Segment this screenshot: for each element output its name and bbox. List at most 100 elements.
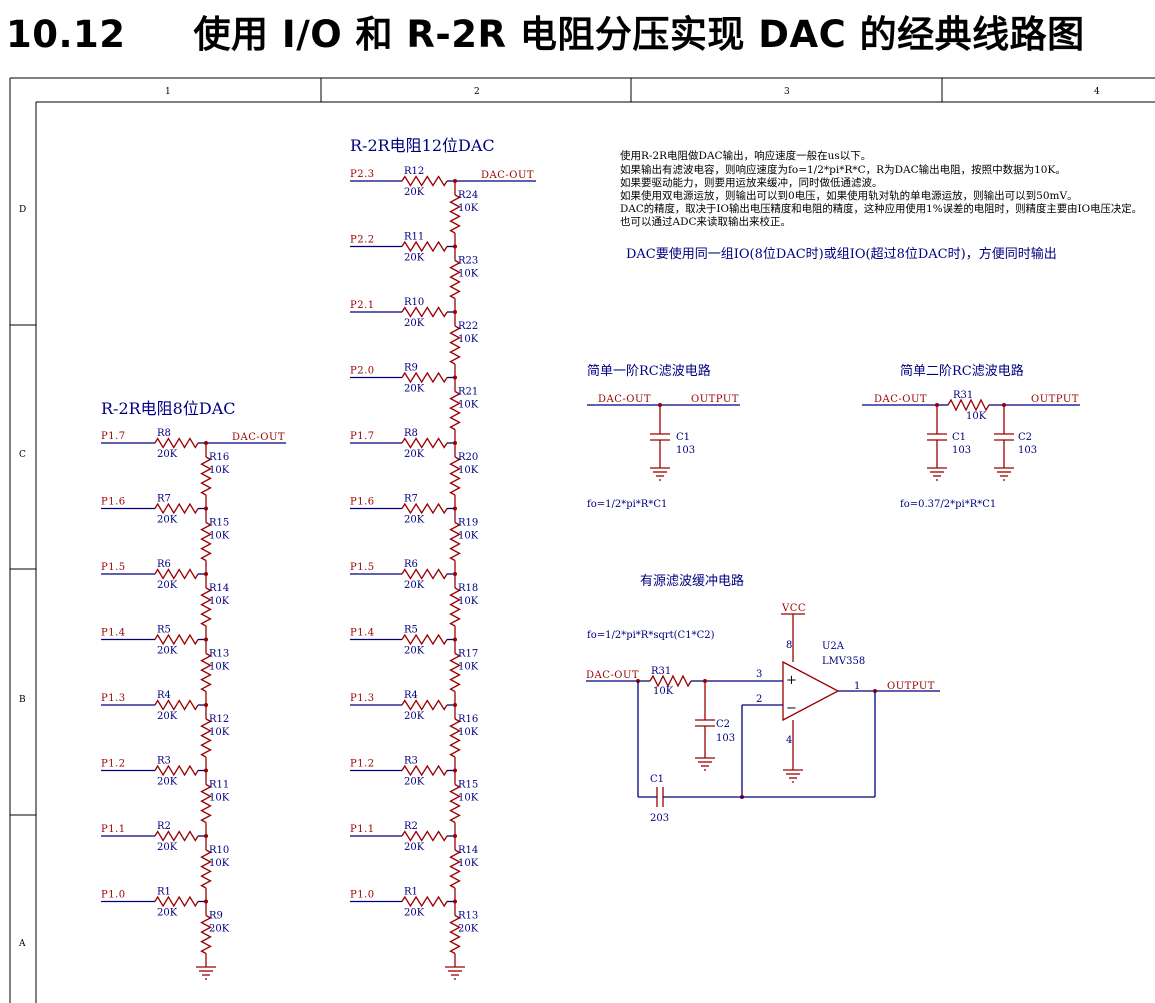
- opamp-minus-sign: −: [786, 701, 797, 716]
- opamp-part: LMV358: [822, 656, 865, 667]
- rc1-c1-value: 103: [676, 445, 695, 456]
- rc2-r31-ref: R31: [953, 390, 973, 401]
- rc1-out-label: OUTPUT: [691, 394, 739, 405]
- dac8-ladder-ref: R11: [209, 780, 229, 791]
- dac8-ladder-ref: R15: [209, 518, 229, 529]
- dac8-pin-label: P1.7: [101, 431, 126, 442]
- rc1-formula: fo=1/2*pi*R*C1: [587, 499, 667, 510]
- dac12-pin-label: P2.2: [350, 235, 375, 246]
- dac12-series-value: 20K: [404, 318, 425, 329]
- dac8-ladder-value: 10K: [209, 596, 230, 607]
- dac12-output-label: DAC-OUT: [481, 170, 534, 181]
- dac8-series-value: 20K: [157, 580, 178, 591]
- rc2-r31-value: 10K: [966, 411, 987, 422]
- rc1-c1-ref: C1: [676, 432, 690, 443]
- note-line: 如果输出有滤波电容，则响应速度为fo=1/2*pi*R*C，R为DAC输出电阻，…: [620, 163, 1066, 176]
- active-filter-circuit: 有源滤波缓冲电路 fo=1/2*pi*R*sqrt(C1*C2) VCC 8 U…: [586, 573, 940, 824]
- dac8-series-ref: R3: [157, 756, 171, 767]
- dac12-ladder-ref: R23: [458, 256, 478, 267]
- active-c2-ref: C2: [716, 719, 730, 730]
- frame-row-d: D: [19, 205, 26, 215]
- active-c1-ref: C1: [650, 774, 664, 785]
- rc1-circuit: 简单一阶RC滤波电路 DAC-OUT OUTPUT C1 103 fo=1/2*…: [587, 363, 740, 510]
- dac12-series-ref: R11: [404, 232, 424, 243]
- dac8-ladder-ref: R10: [209, 845, 229, 856]
- dac8-series-value: 20K: [157, 842, 178, 853]
- dac12-ladder-ref: R14: [458, 845, 478, 856]
- dac12-series-ref: R9: [404, 363, 418, 374]
- rc2-circuit: 简单二阶RC滤波电路 DAC-OUT OUTPUT R31 10K C1 103…: [862, 363, 1080, 510]
- active-r31-value: 10K: [653, 686, 674, 697]
- dac12-series-value: 20K: [404, 777, 425, 788]
- dac12-series-ref: R6: [404, 559, 418, 570]
- rc2-formula: fo=0.37/2*pi*R*C1: [900, 499, 996, 510]
- notes: 使用R-2R电阻做DAC输出，响应速度一般在us以下。 如果输出有滤波电容，则响…: [620, 149, 1142, 262]
- dac8-ladder-ref: R16: [209, 452, 229, 463]
- rc2-c1-ref: C1: [952, 432, 966, 443]
- dac12-series-ref: R2: [404, 821, 418, 832]
- note-line: 如果使用双电源运放，则输出可以到0电压，如果使用轨对轨的单电源运放，则输出可以到…: [620, 189, 1078, 202]
- dac12-pin-label: P1.7: [350, 431, 375, 442]
- rc2-c2-ref: C2: [1018, 432, 1032, 443]
- dac12-series-ref: R5: [404, 625, 418, 636]
- dac12-series-ref: R1: [404, 887, 418, 898]
- dac12-pin-label: P1.2: [350, 759, 375, 770]
- opamp-pin-plus: 3: [756, 669, 762, 680]
- dac12-ladder-value: 10K: [458, 269, 479, 280]
- dac12-ladder-value: 10K: [458, 400, 479, 411]
- note-line: 也可以通过ADC来读取输出来校正。: [620, 215, 791, 228]
- dac8-series-value: 20K: [157, 908, 178, 919]
- rc1-in-label: DAC-OUT: [598, 394, 651, 405]
- dac12-series-value: 20K: [404, 449, 425, 460]
- dac12-series-ref: R7: [404, 494, 418, 505]
- dac12-ladder-ref: R21: [458, 387, 478, 398]
- active-out-label: OUTPUT: [887, 681, 935, 692]
- dac12-ladder-ref: R24: [458, 190, 478, 201]
- dac8-ladder-value: 10K: [209, 727, 230, 738]
- dac8-ladder-value: 10K: [209, 465, 230, 476]
- dac12-series-ref: R12: [404, 166, 424, 177]
- dac12-ladder-ref: R18: [458, 583, 478, 594]
- frame-row-a: A: [18, 939, 26, 949]
- section-number: 10.12: [6, 13, 126, 56]
- dac8-series-ref: R8: [157, 428, 171, 439]
- drawing-frame: 1 2 3 4 D C B A: [9, 77, 1155, 1003]
- dac12-ladder-ref: R13: [458, 911, 478, 922]
- dac8-ladder-ref: R9: [209, 911, 223, 922]
- dac8-pin-label: P1.2: [101, 759, 126, 770]
- dac8-ladder-value: 10K: [209, 662, 230, 673]
- frame-row-b: B: [19, 695, 26, 705]
- opamp-ref: U2A: [822, 641, 845, 652]
- dac12-ladder-value: 10K: [458, 662, 479, 673]
- dac12-ladder-value: 10K: [458, 727, 479, 738]
- frame-col-4: 4: [1094, 87, 1100, 97]
- opamp-pin-minus: 2: [756, 694, 762, 705]
- dac12-series-value: 20K: [404, 187, 425, 198]
- dac8-series-ref: R4: [157, 690, 171, 701]
- dac8-ladder-ref: R12: [209, 714, 229, 725]
- note-line: 使用R-2R电阻做DAC输出，响应速度一般在us以下。: [620, 149, 871, 162]
- dac12-pin-label: P2.1: [350, 300, 375, 311]
- dac12-pin-label: P1.0: [350, 890, 375, 901]
- dac8-pin-label: P1.1: [101, 824, 126, 835]
- dac8-series-value: 20K: [157, 711, 178, 722]
- dac8-series-ref: R2: [157, 821, 171, 832]
- dac12-ladder-value: 10K: [458, 334, 479, 345]
- dac12-ladder-ref: R20: [458, 452, 478, 463]
- dac12-pin-label: P1.1: [350, 824, 375, 835]
- rc2-out-label: OUTPUT: [1031, 394, 1079, 405]
- dac8-output-label: DAC-OUT: [232, 432, 285, 443]
- dac12-series-value: 20K: [404, 908, 425, 919]
- dac8-ladder-value: 20K: [209, 924, 230, 935]
- rc2-c2-value: 103: [1018, 445, 1037, 456]
- dac12-ladder-value: 10K: [458, 465, 479, 476]
- opamp-pin-out: 1: [854, 681, 860, 692]
- note-line: 如果要驱动能力，则要用运放来缓冲，同时做低通滤波。: [620, 176, 883, 189]
- frame-col-2: 2: [474, 87, 480, 97]
- dac12-series-value: 20K: [404, 515, 425, 526]
- dac8-ladder-value: 10K: [209, 858, 230, 869]
- rc2-in-label: DAC-OUT: [874, 394, 927, 405]
